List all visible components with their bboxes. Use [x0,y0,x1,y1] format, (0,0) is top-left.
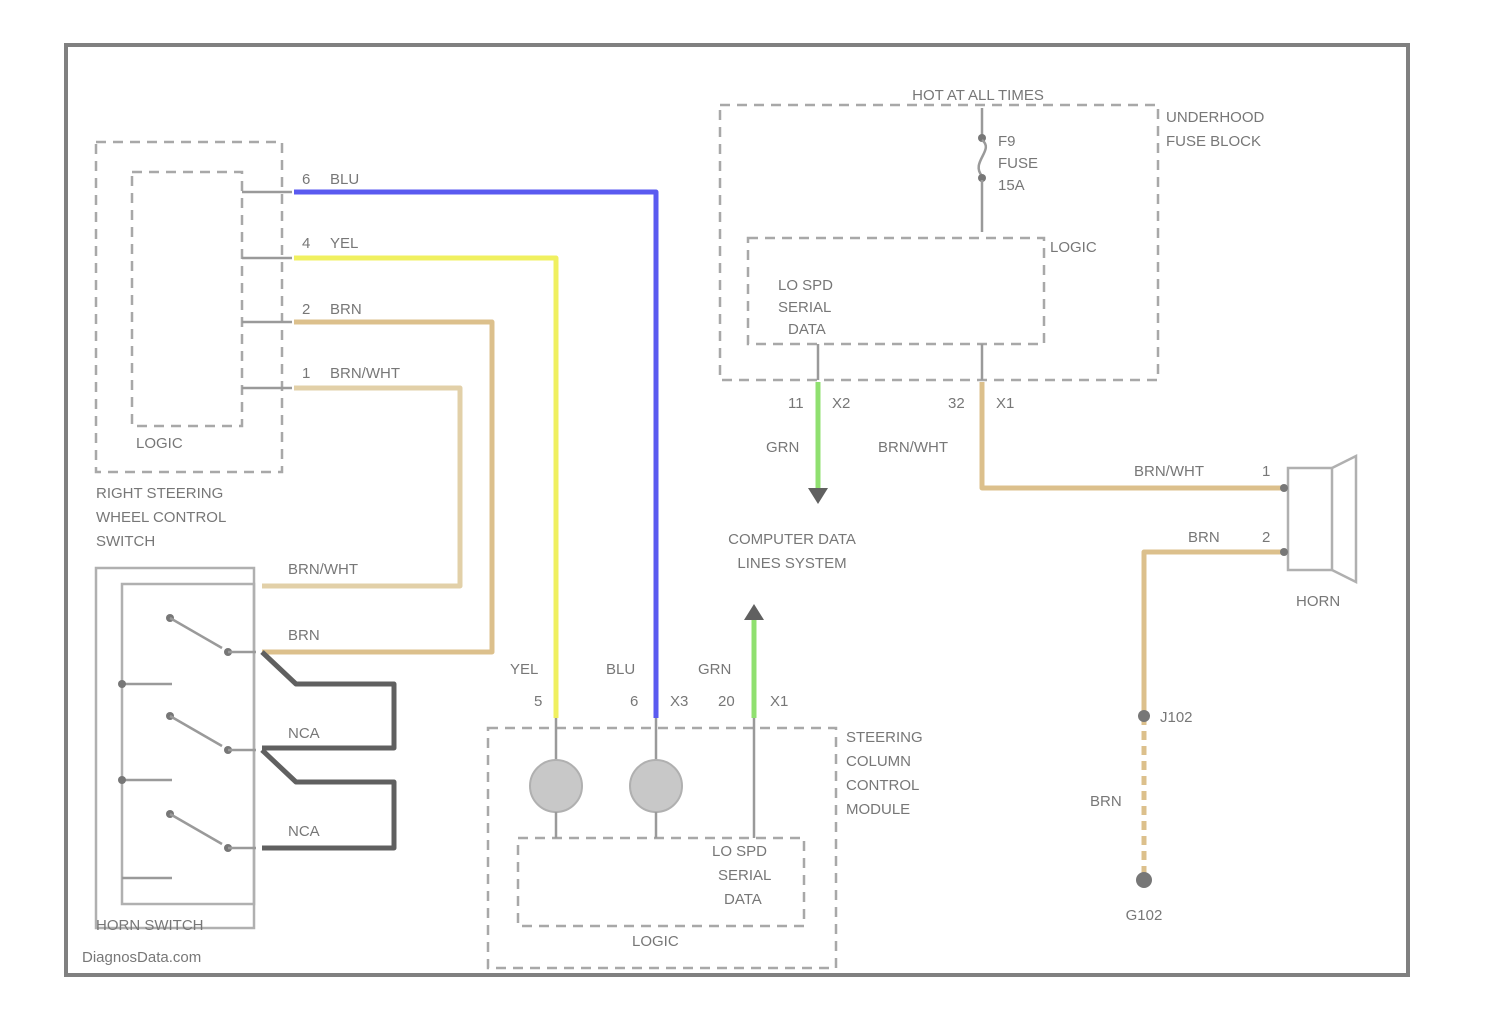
wire-horn-return [1144,552,1284,716]
horn-body [1288,468,1332,570]
ground-icon [1136,872,1152,888]
horn-terminal-2 [1280,548,1288,556]
col-name-1: STEERING [846,729,923,746]
hs-switch-2 [170,716,222,746]
horn-wire-out: BRN [1188,529,1220,546]
col-pin-grn: 20 [718,693,735,710]
fuse-logic-label: LOGIC [1050,239,1097,256]
horn-switch-inner [122,584,254,904]
hs-nca-1: NCA [288,725,320,742]
fuse-serial-1: LO SPD [778,277,833,294]
col-wire-blu: BLU [606,661,635,678]
right-switch-name-3: SWITCH [96,533,155,550]
fuse-rating: 15A [998,177,1025,194]
data-arrow-up-icon [744,604,764,620]
col-conn-b: X1 [770,693,788,710]
horn-wire-in: BRN/WHT [1134,463,1204,480]
col-wire-grn: GRN [698,661,731,678]
switch-pin-3: 2 [302,301,310,318]
col-resistor-yel-icon [530,760,582,812]
hs-node-2 [118,776,126,784]
switch-pin-2: 4 [302,235,310,252]
computer-data-line-1: COMPUTER DATA [728,531,856,548]
horn-pin-in: 1 [1262,463,1270,480]
col-wire-yel: YEL [510,661,538,678]
fuse-id: F9 [998,133,1016,150]
switch-wire-1: BLU [330,171,359,188]
horn-switch-name: HORN SWITCH [96,917,204,934]
hs-nca-2: NCA [288,823,320,840]
grn-label-top: GRN [766,439,799,456]
col-name-3: CONTROL [846,777,919,794]
fuse-pin-b: 32 [948,395,965,412]
wire-blu [294,192,656,718]
col-conn-a: X3 [670,693,688,710]
col-name-4: MODULE [846,801,910,818]
fuse-serial-2: SERIAL [778,299,831,316]
hs-wire-top: BRN/WHT [288,561,358,578]
fuse-pin-a: 11 [788,395,804,412]
splice-j102-dot [1138,710,1150,722]
col-name-2: COLUMN [846,753,911,770]
ground-g102: G102 [1126,907,1163,924]
diagram-frame [66,45,1408,975]
fuse-conn-b: X1 [996,395,1014,412]
right-switch-logic-label: LOGIC [136,435,183,452]
nca-loop-2 [262,750,394,848]
hs-node-1 [118,680,126,688]
hs-leads [228,652,256,848]
computer-data-line-2: LINES SYSTEM [737,555,846,572]
fuse-wire-label: BRN/WHT [878,439,948,456]
splice-j102: J102 [1160,709,1193,726]
switch-wire-2: YEL [330,235,358,252]
horn-terminal-1 [1280,484,1288,492]
hot-at-all-times-label: HOT AT ALL TIMES [912,87,1044,104]
fuse-symbol [979,140,986,176]
col-pin-blu: 6 [630,693,638,710]
right-switch-name-1: RIGHT STEERING [96,485,223,502]
wire-horn-feed [982,382,1284,488]
switch-wire-4: BRN/WHT [330,365,400,382]
nca-loop-1 [262,652,394,748]
hs-wire-mid: BRN [288,627,320,644]
wire-brn-wht [262,388,460,586]
data-arrow-down-icon [808,488,828,504]
col-logic-label: LOGIC [632,933,679,950]
switch-pin-1: 6 [302,171,310,188]
col-serial-3: DATA [724,891,762,908]
hs-switch-3 [170,814,222,844]
right-switch-logic-box [132,172,242,426]
fuse-serial-3: DATA [788,321,826,338]
switch-wire-3: BRN [330,301,362,318]
col-resistor-blu-icon [630,760,682,812]
horn-icon [1332,456,1356,582]
switch-pin-4: 1 [302,365,310,382]
col-pin-yel: 5 [534,693,542,710]
right-switch-name-2: WHEEL CONTROL [96,509,226,526]
fuse-word: FUSE [998,155,1038,172]
watermark: DiagnosData.com [82,949,201,966]
fuse-block-name-2: FUSE BLOCK [1166,133,1261,150]
ground-wire-label: BRN [1090,793,1122,810]
horn-pin-out: 2 [1262,529,1270,546]
horn-name: HORN [1296,593,1340,610]
col-serial-2: SERIAL [718,867,771,884]
fuse-conn-a: X2 [832,395,850,412]
hs-switch-1 [170,618,222,648]
wire-yel [294,258,556,718]
col-serial-1: LO SPD [712,843,767,860]
fuse-block-name-1: UNDERHOOD [1166,109,1265,126]
